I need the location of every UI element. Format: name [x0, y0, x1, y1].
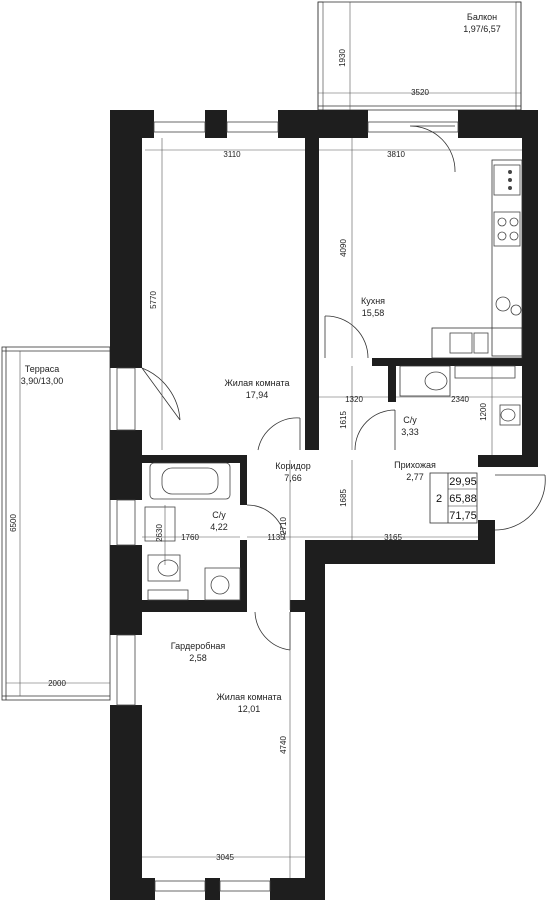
room-kitchen-area: 15,58: [362, 308, 385, 318]
bathroom-fixtures: [144, 365, 521, 601]
room-labels: Балкон 1,97/6,57 Терраса 3,90/13,00 Кухн…: [21, 12, 501, 714]
dim-1200: 1200: [479, 403, 488, 421]
room-terrace-area: 3,90/13,00: [21, 376, 64, 386]
area-summary: 2 29,95 65,88 71,75: [429, 472, 478, 524]
balcony-area: [317, 1, 522, 111]
dim-3810: 3810: [387, 150, 405, 159]
dim-2630: 2630: [155, 524, 164, 542]
kitchen-fixtures: [431, 159, 523, 359]
dim-3520: 3520: [411, 88, 429, 97]
room-hall-area: 2,77: [406, 472, 424, 482]
room-balcony-name: Балкон: [467, 12, 497, 22]
room-balcony-area: 1,97/6,57: [463, 24, 501, 34]
dim-1685: 1685: [339, 489, 348, 507]
summary-area-living: 29,95: [449, 476, 477, 488]
dim-2000: 2000: [48, 679, 66, 688]
dim-2340: 2340: [451, 395, 469, 404]
room-living1-name: Жилая комната: [224, 378, 289, 388]
summary-area-with-balcony: 71,75: [449, 510, 477, 522]
dim-5770: 5770: [149, 291, 158, 309]
room-kitchen-name: Кухня: [361, 296, 385, 306]
summary-area-total: 65,88: [449, 493, 477, 505]
room-wardrobe-area: 2,58: [189, 653, 207, 663]
room-corridor-area: 7,66: [284, 473, 302, 483]
dimension-lines: [6, 2, 522, 878]
dim-4740: 4740: [279, 736, 288, 754]
room-bath2-name: С/у: [212, 510, 226, 520]
room-hall-name: Прихожая: [394, 460, 436, 470]
terrace-area: [1, 346, 111, 701]
room-corridor-name: Коридор: [275, 461, 311, 471]
summary-rooms-count: 2: [436, 493, 442, 505]
windows: [116, 121, 459, 892]
dimension-labels: 1930 3520 3110 3810 4090 5770 1320 2340 …: [9, 49, 488, 862]
room-living2-name: Жилая комната: [216, 692, 281, 702]
room-wardrobe-name: Гардеробная: [171, 641, 226, 651]
room-bath1-name: С/у: [403, 415, 417, 425]
dim-4090: 4090: [339, 239, 348, 257]
room-bath2-area: 4,22: [210, 522, 228, 532]
dim-3165: 3165: [384, 533, 402, 542]
room-terrace-name: Терраса: [25, 364, 60, 374]
doors: [141, 125, 546, 651]
dim-1615: 1615: [339, 411, 348, 429]
dim-1320: 1320: [345, 395, 363, 404]
dim-3045: 3045: [216, 853, 234, 862]
dim-3110: 3110: [223, 150, 241, 159]
dim-6500: 6500: [9, 514, 18, 532]
dim-1930: 1930: [338, 49, 347, 67]
room-bath1-area: 3,33: [401, 427, 419, 437]
room-living1-area: 17,94: [246, 390, 269, 400]
room-living2-area: 12,01: [238, 704, 261, 714]
dim-1135: 1135: [267, 533, 285, 542]
dim-1760: 1760: [181, 533, 199, 542]
dim-2710: 2710: [279, 517, 288, 535]
walls: [110, 110, 538, 900]
